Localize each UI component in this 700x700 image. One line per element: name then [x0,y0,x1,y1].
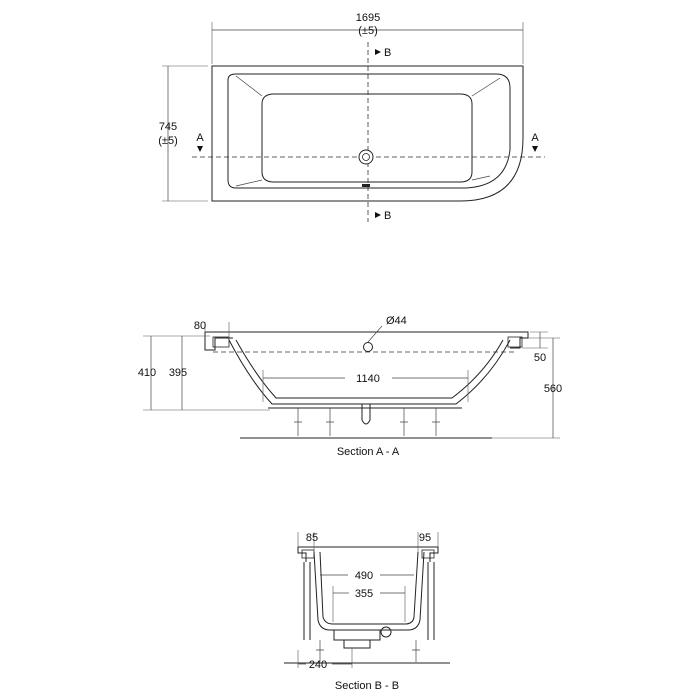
section-a-flange-left [212,336,230,348]
dim-560: 560 [544,383,562,395]
section-a-rim-right [205,331,529,349]
slope-line-br [471,175,491,181]
marker-b-bottom: B [384,210,391,222]
waste-outlet-icon [358,149,374,165]
width-value: 1695 [356,12,380,24]
section-a-rim-left [204,332,233,351]
dim-490: 490 [355,570,373,582]
section-b-frame-right [427,562,435,640]
section-a-leg-3 [400,408,408,436]
plan-view: 1695 (±5) 745 (±5) A A B B [158,12,545,222]
section-a-shell-inner [235,339,504,399]
arrow-b-top-icon [375,49,381,55]
section-b-view: 85 95 490 355 240 Section B - B [284,532,450,692]
dim-355: 355 [355,588,373,600]
depth-value: 745 [159,121,177,133]
section-b-trap-nut-icon [380,626,392,638]
section-b-leg-1 [316,640,324,662]
dim-1140: 1140 [356,373,380,385]
arrow-a-left-icon [197,146,203,152]
bath-basin-outline [261,93,473,183]
marker-a-right: A [531,132,539,144]
arrow-b-bottom-icon [375,212,381,218]
dim-85: 85 [306,532,318,544]
section-b-rim-right [298,546,439,562]
dim-410: 410 [138,367,156,379]
overflow-icon [362,184,370,187]
dim-80: 80 [194,320,206,332]
marker-b-top: B [384,47,391,59]
section-a-leg-1 [294,408,302,436]
section-a-leg-2 [326,408,334,436]
bath-outer-outline [211,65,524,202]
dim-outlet-diameter: Ø44 [386,315,407,327]
slope-line-tr [471,77,501,97]
dim-95: 95 [419,532,431,544]
section-a-shell-outer [228,339,511,405]
section-a-waste-trap [361,404,371,425]
dim-240: 240 [309,659,327,671]
section-b-leg-2 [412,640,420,662]
section-a-leg-4 [432,408,440,436]
slope-line-tl [235,75,263,97]
width-tolerance: (±5) [358,25,377,37]
marker-a-left: A [196,132,204,144]
bath-rim-outline [227,73,511,189]
arrow-a-right-icon [532,146,538,152]
section-a-view: 80 Ø44 410 395 1140 50 560 Section A - A [138,315,562,458]
section-b-caption: Section B - B [335,680,399,692]
section-b-waste-trap [333,630,381,649]
section-b-shell-inner [319,551,419,625]
slope-line-bl [235,179,263,187]
section-b-frame-left [303,562,311,640]
dim-395: 395 [169,367,187,379]
section-a-caption: Section A - A [337,446,400,458]
section-a-flange-right [507,336,523,348]
overflow-outlet-icon [363,342,373,352]
dim-50: 50 [534,352,546,364]
section-b-shell-outer [313,551,425,631]
depth-tolerance: (±5) [158,135,177,147]
